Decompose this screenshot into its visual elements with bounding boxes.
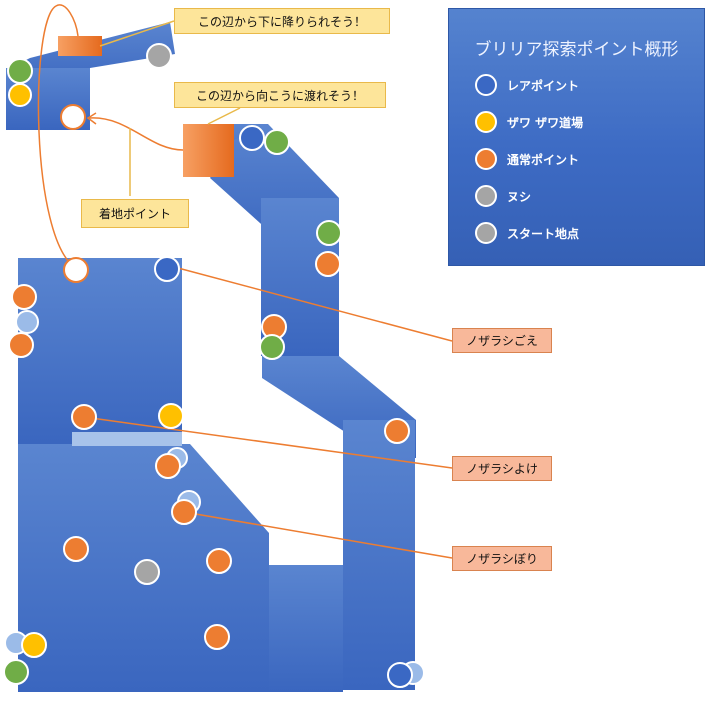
callout-landing: 着地ポイント bbox=[81, 199, 189, 228]
cross-arc-line bbox=[89, 117, 184, 151]
normal-point bbox=[63, 536, 89, 562]
legend-label: ヌシ bbox=[507, 189, 532, 204]
noz-yoke-line bbox=[83, 416, 453, 469]
region-ledge bbox=[72, 432, 182, 446]
green-point bbox=[259, 334, 285, 360]
legend-item-rare: レアポイント bbox=[475, 71, 579, 99]
rare-point-icon bbox=[475, 74, 497, 96]
dojo-point bbox=[8, 83, 32, 107]
rare-point bbox=[239, 125, 265, 151]
callout-cross: この辺から向こうに渡れそう！ bbox=[174, 82, 386, 108]
cross-marker bbox=[183, 124, 234, 177]
landing-point bbox=[60, 104, 86, 130]
green-point bbox=[7, 58, 33, 84]
normal-point bbox=[204, 624, 230, 650]
callout-nozarashi-koe: ノザラシごえ bbox=[452, 328, 552, 353]
callout-leader-lines bbox=[99, 20, 241, 196]
boss-point bbox=[146, 43, 172, 69]
legend-label: レアポイント bbox=[507, 78, 580, 93]
noz-koe-line bbox=[177, 267, 453, 342]
callout-nozarashi-yoke: ノザラシよけ bbox=[452, 456, 552, 481]
descend-marker bbox=[58, 36, 102, 56]
callout-nozarashi-bori: ノザラシぼり bbox=[452, 546, 552, 571]
jump-arc-line bbox=[37, 4, 79, 269]
normal-point-icon bbox=[475, 148, 497, 170]
noz-bori-line bbox=[183, 511, 453, 559]
region-right-column bbox=[343, 420, 415, 690]
faint-point bbox=[15, 310, 39, 334]
arrow-head-cross bbox=[86, 112, 97, 125]
legend-label: スタート地点 bbox=[507, 226, 580, 241]
cross-leader bbox=[207, 107, 241, 125]
normal-point bbox=[206, 548, 232, 574]
normal-point bbox=[71, 404, 97, 430]
legend-label: 通常ポイント bbox=[507, 152, 580, 167]
start-point-icon bbox=[475, 222, 497, 244]
legend-panel: ブリリア探索ポイント概形 レアポイント ザワ ザワ道場 通常ポイント ヌシ スタ… bbox=[448, 8, 705, 266]
connector-lines bbox=[37, 4, 453, 559]
region-bottom-middle bbox=[269, 565, 343, 692]
legend-label: ザワ ザワ道場 bbox=[507, 115, 584, 130]
normal-point bbox=[155, 453, 181, 479]
green-point bbox=[316, 220, 342, 246]
green-point bbox=[3, 659, 29, 685]
normal-point bbox=[315, 251, 341, 277]
start-point bbox=[134, 559, 160, 585]
rare-point bbox=[387, 662, 413, 688]
legend-item-normal: 通常ポイント bbox=[475, 145, 579, 173]
normal-point bbox=[11, 284, 37, 310]
normal-point bbox=[171, 499, 197, 525]
normal-point bbox=[8, 332, 34, 358]
dojo-point-icon bbox=[475, 111, 497, 133]
green-point bbox=[264, 129, 290, 155]
rare-point bbox=[154, 256, 180, 282]
legend-item-boss: ヌシ bbox=[475, 182, 531, 210]
legend-title: ブリリア探索ポイント概形 bbox=[474, 40, 679, 60]
dojo-point bbox=[158, 403, 184, 429]
boss-point-icon bbox=[475, 185, 497, 207]
legend-item-start: スタート地点 bbox=[475, 219, 579, 247]
region-left-upper bbox=[18, 258, 182, 444]
legend-item-dojo: ザワ ザワ道場 bbox=[475, 108, 583, 136]
normal-point bbox=[384, 418, 410, 444]
callout-descend: この辺から下に降りられそう！ bbox=[174, 8, 390, 34]
descend-leader bbox=[99, 20, 175, 47]
dojo-point bbox=[21, 632, 47, 658]
landing-point bbox=[63, 257, 89, 283]
points bbox=[3, 43, 425, 688]
